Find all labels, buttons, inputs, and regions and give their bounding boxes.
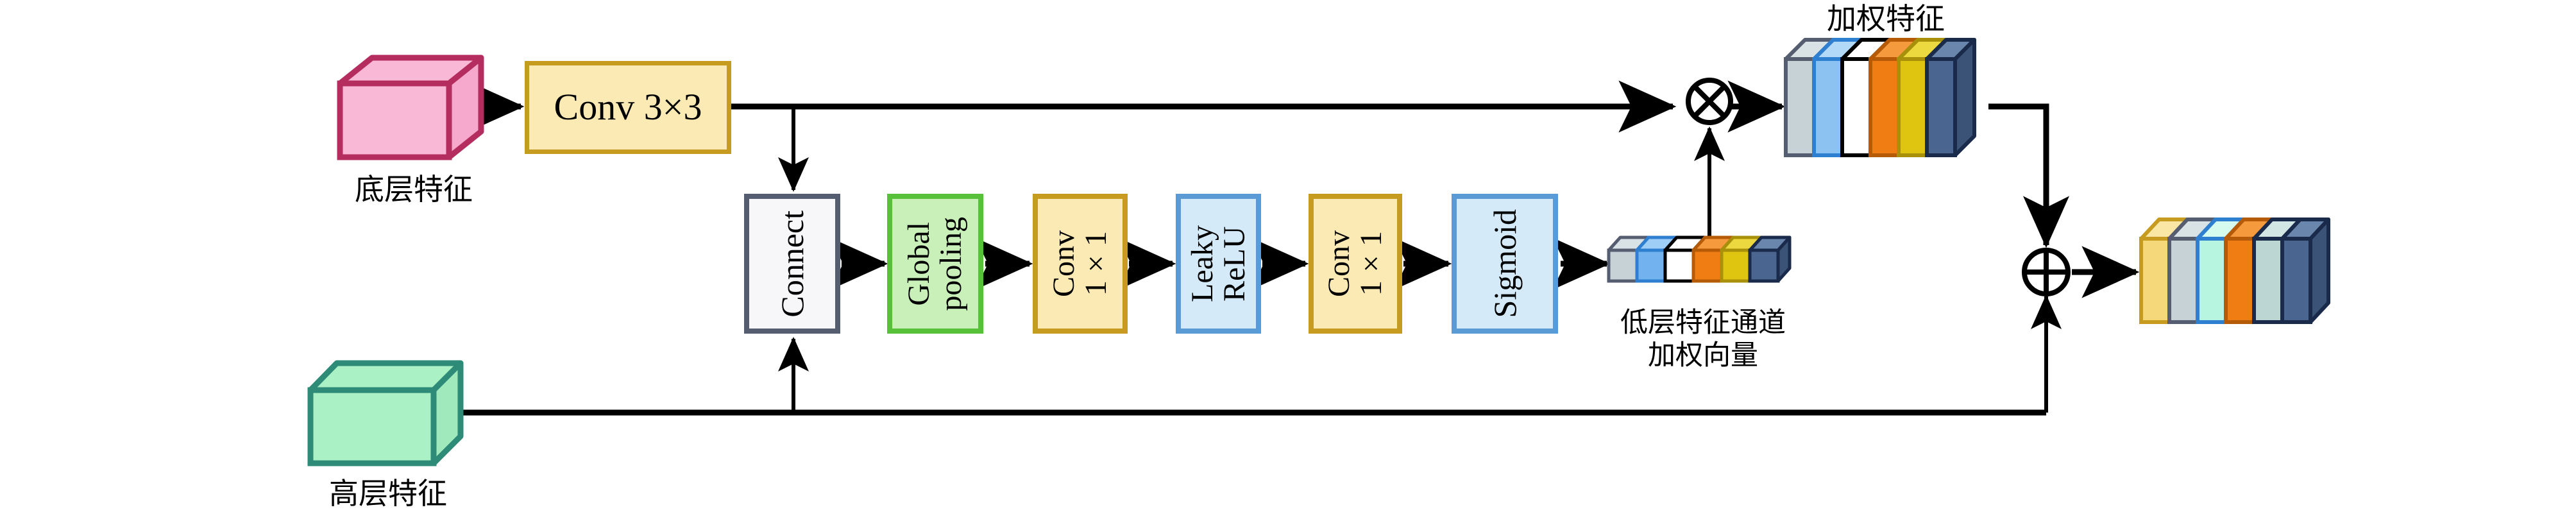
weighted-feature-tensor: [1784, 38, 1976, 157]
fused-output-tensor: [2139, 218, 2330, 324]
low-level-feature-label: 底层特征: [355, 172, 473, 207]
weighted-feature-label: 加权特征: [1827, 1, 1945, 36]
weighted-feature-slab-1: [1812, 38, 1863, 157]
weighted-feature-slab-2: [1840, 38, 1892, 157]
low-level-weight-vector-label: 低层特征通道 加权向量: [1620, 307, 1786, 372]
block-conv1x1-a[interactable]: Conv 1×1: [1033, 194, 1128, 334]
block-connect-label: Connect: [774, 210, 810, 318]
block-conv1x1-a-label: Conv 1×1: [1047, 230, 1113, 297]
block-leaky-relu-label: Leaky ReLU: [1185, 225, 1251, 302]
block-leaky-relu[interactable]: Leaky ReLU: [1176, 194, 1261, 334]
line-weightedfeature-to-add: [1988, 103, 2069, 248]
add-operator[interactable]: [2021, 246, 2073, 299]
block-sigmoid[interactable]: Sigmoid: [1452, 194, 1558, 334]
block-conv1x1-b[interactable]: Conv 1×1: [1309, 194, 1402, 334]
high-level-feature-label: 高层特征: [329, 476, 447, 511]
block-connect[interactable]: Connect: [744, 194, 840, 334]
weighted-feature-slab-5: [1925, 38, 1976, 157]
fused-output-slab-4: [2252, 218, 2302, 324]
low-level-feature-cube: [337, 55, 484, 160]
weighted-feature-slab-3: [1868, 38, 1920, 157]
low-level-weight-vector-tensor: [1607, 235, 1792, 283]
block-conv3x3[interactable]: Conv 3×3: [525, 61, 731, 154]
fused-output-slab-5: [2280, 218, 2330, 324]
block-global-pooling[interactable]: Global pooling: [887, 194, 983, 334]
multiply-operator[interactable]: [1684, 76, 1736, 128]
block-conv3x3-label: Conv 3×3: [554, 86, 702, 128]
fused-output-slab-1: [2167, 218, 2217, 324]
weight-vector-slab-5: [1748, 235, 1792, 283]
high-level-feature-cube: [307, 360, 464, 466]
block-sigmoid-label: Sigmoid: [1487, 209, 1523, 318]
block-conv1x1-b-label: Conv 1×1: [1322, 230, 1388, 297]
block-global-pooling-label: Global pooling: [902, 216, 968, 311]
